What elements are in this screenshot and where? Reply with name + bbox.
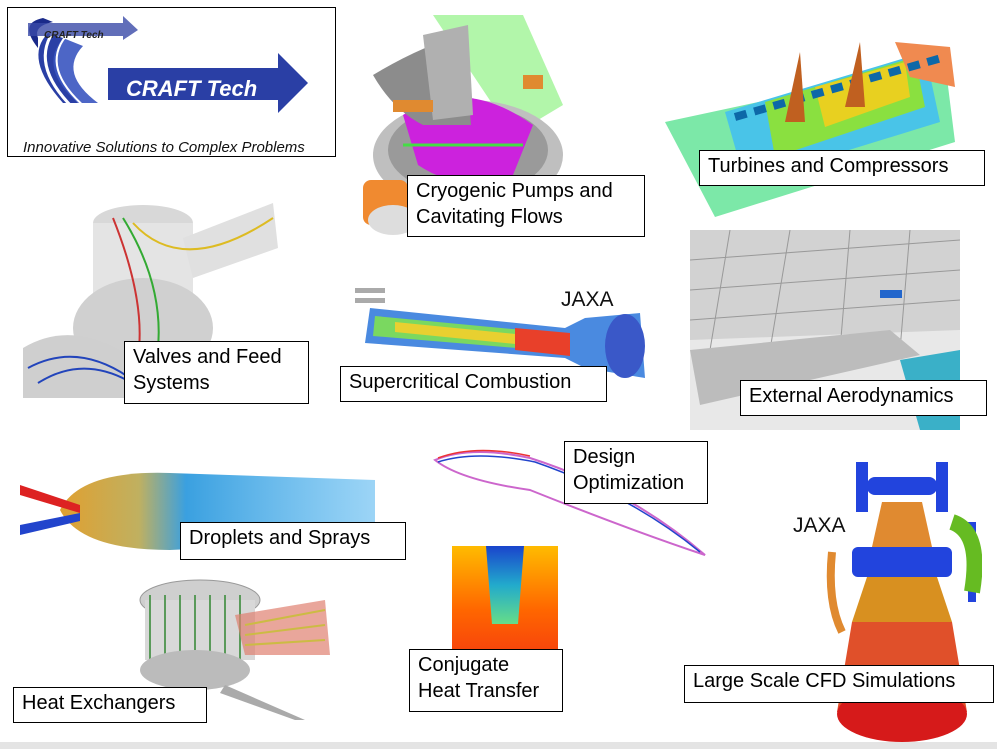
label-conjugate-line1: Conjugate: [418, 654, 510, 676]
label-large-scale-text: Large Scale CFD Simulations: [693, 670, 956, 692]
logo-small-text: CRAFT Tech: [44, 30, 104, 41]
label-cryogenic-line2: Cavitating Flows: [416, 206, 563, 228]
jaxa-label-engine: JAXA: [793, 514, 846, 537]
label-turbines-text: Turbines and Compressors: [708, 155, 949, 177]
label-conjugate-heat-transfer: Conjugate Heat Transfer: [409, 649, 563, 712]
combustion-image: [355, 288, 645, 378]
label-design-optimization: Design Optimization: [564, 441, 708, 504]
slide-bottom-edge: [0, 742, 997, 749]
label-valves-line2: Systems: [133, 372, 210, 394]
label-design-line1: Design: [573, 446, 636, 468]
label-design-line2: Optimization: [573, 472, 685, 494]
label-supercritical-combustion: Supercritical Combustion: [340, 366, 607, 402]
airfoil-image: [433, 449, 706, 556]
turbines-image: [665, 42, 955, 217]
label-large-scale-cfd: Large Scale CFD Simulations: [684, 665, 994, 703]
label-conjugate-line2: Heat Transfer: [418, 680, 540, 702]
label-droplets-text: Droplets and Sprays: [189, 527, 371, 549]
label-cryogenic-line1: Cryogenic Pumps and: [416, 180, 613, 202]
label-external-aerodynamics: External Aerodynamics: [740, 380, 987, 416]
label-heat-exchangers: Heat Exchangers: [13, 687, 207, 723]
label-turbines: Turbines and Compressors: [699, 150, 985, 186]
craft-tech-logo-graphic: [28, 16, 308, 113]
heat-exchanger-image: [139, 579, 330, 720]
label-combustion-text: Supercritical Combustion: [349, 371, 572, 393]
label-cryogenic-pumps: Cryogenic Pumps and Cavitating Flows: [407, 175, 645, 237]
logo-company-name: CRAFT Tech: [126, 76, 258, 101]
logo-tagline: Innovative Solutions to Complex Problems: [23, 139, 305, 156]
label-droplets-sprays: Droplets and Sprays: [180, 522, 406, 560]
label-aero-text: External Aerodynamics: [749, 385, 954, 407]
label-valves-line1: Valves and Feed: [133, 346, 282, 368]
label-heat-exchangers-text: Heat Exchangers: [22, 692, 176, 714]
jaxa-label-combustion: JAXA: [561, 288, 614, 311]
logo-box: CRAFT Tech CRAFT Tech Innovative Solutio…: [7, 7, 336, 157]
label-valves: Valves and Feed Systems: [124, 341, 309, 404]
